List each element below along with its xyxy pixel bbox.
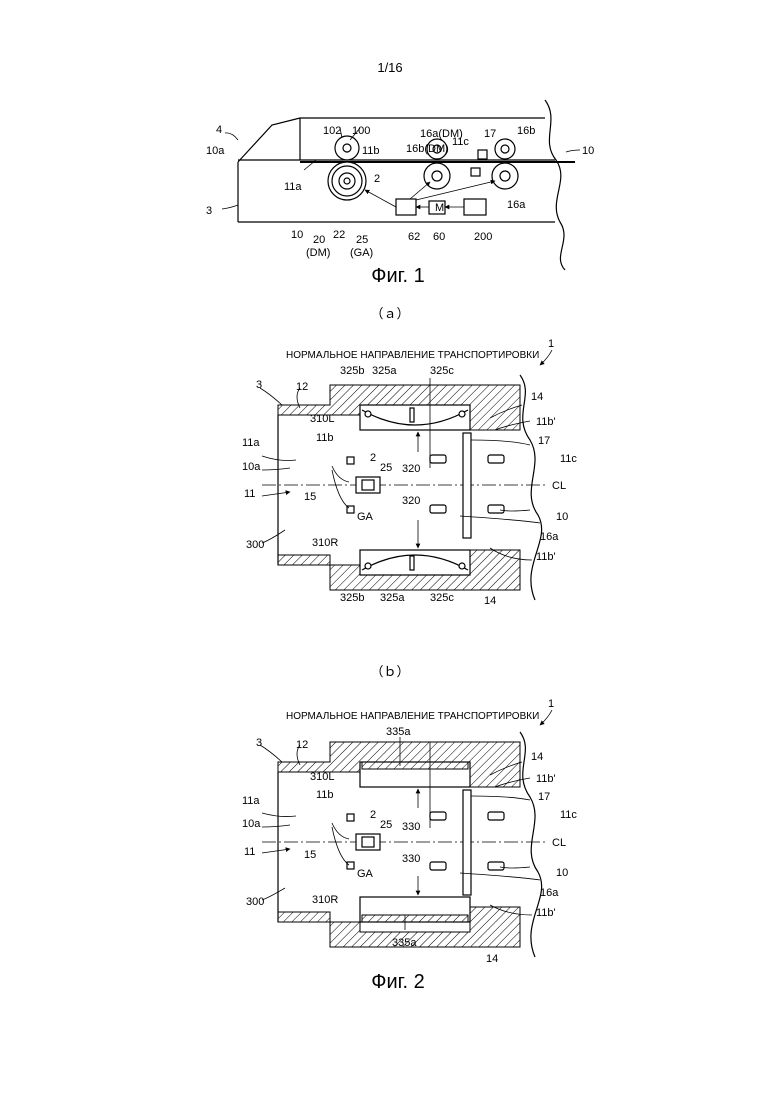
label-l200: 200 [474,231,492,243]
label-l25: 25 [380,819,392,831]
label-lCL: CL [552,480,566,492]
label-l10: 10 [556,511,568,523]
label-l325b2: 325b [340,592,364,604]
label-l102: 102 [323,125,341,137]
label-l300: 300 [246,896,264,908]
label-l11a: 11a [284,181,302,193]
label-l14: 14 [531,391,543,403]
label-l11c: 11c [452,136,469,148]
label-l335a2: 335a [392,937,417,949]
label-l15: 15 [304,849,316,861]
label-l25: 25 [380,462,392,474]
figure-1: 4 10a 3 102 100 11b 11a 10 20 (DM) 22 25… [206,100,594,287]
label-l11c: 11c [560,809,577,821]
label-l11b: 11b [316,789,334,801]
label-l11bp2: 11b' [536,551,556,563]
label-l14b: 14 [486,953,498,965]
label-lM: M [435,202,444,214]
label-l11bp: 11b' [536,416,556,428]
label-l325a: 325a [372,365,397,377]
label-l325b: 325b [340,365,364,377]
label-l335a: 335a [386,726,411,738]
label-l325a2: 325a [380,592,405,604]
label-l16a: 16a [540,531,559,543]
label-l11a: 11a [242,437,260,449]
label-l310R: 310R [312,894,338,906]
label-l310R: 310R [312,537,338,549]
label-l11: 11 [244,488,255,500]
label-l17: 17 [484,128,496,140]
figure-2b: （ｂ） НОРМАЛЬНОЕ НАПРАВЛЕНИЕ ТРАНСПОРТИРОВ… [242,664,577,993]
label-l325c2: 325c [430,592,454,604]
figure-1-caption: Фиг. 1 [371,265,424,287]
label-l20dm: (DM) [306,247,330,259]
label-sub: （ｂ） [370,664,409,679]
label-l4: 4 [216,124,222,136]
label-l12: 12 [296,381,308,393]
label-l10a: 10a [242,461,261,473]
label-l2: 2 [370,452,376,464]
label-lGA: GA [357,511,374,523]
label-l11bp: 11b' [536,773,556,785]
label-l15: 15 [304,491,316,503]
label-l10a: 10a [206,145,225,157]
label-l2: 2 [370,809,376,821]
label-l320b: 320 [402,495,420,507]
label-l60: 60 [433,231,445,243]
label-l16a: 16a [540,887,559,899]
label-l11b: 11b [362,145,380,157]
label-l16a: 16a [507,199,526,211]
label-l100: 100 [352,125,370,137]
label-l14: 14 [531,751,543,763]
label-header: НОРМАЛЬНОЕ НАПРАВЛЕНИЕ ТРАНСПОРТИРОВКИ [286,711,539,722]
label-l17: 17 [538,791,550,803]
label-l325c: 325c [430,365,454,377]
label-l11b: 11b [316,432,334,444]
label-l1: 1 [548,698,554,710]
label-l16bdm: 16b(DM) [406,143,449,155]
label-l16b: 16b [517,125,535,137]
label-l20: 20 [313,234,325,246]
label-l11a: 11a [242,795,260,807]
label-l320: 320 [402,463,420,475]
label-l300: 300 [246,539,264,551]
label-l11bp2: 11b' [536,907,556,919]
label-header: НОРМАЛЬНОЕ НАПРАВЛЕНИЕ ТРАНСПОРТИРОВКИ [286,350,539,361]
label-l10_left: 10 [291,229,303,241]
page-number: 1/16 [377,60,402,75]
label-l11c: 11c [560,453,577,465]
label-l25ga: (GA) [350,247,373,259]
label-l10: 10 [556,867,568,879]
label-l1: 1 [548,338,554,350]
label-l22: 22 [333,229,345,241]
label-l10_right: 10 [582,145,594,157]
label-l10a: 10a [242,818,261,830]
label-l2: 2 [374,173,380,185]
label-l3: 3 [206,205,212,217]
label-l310L: 310L [310,771,334,783]
label-sub: （ａ） [370,306,409,321]
figure-2a: （ａ） НОРМАЛЬНОЕ НАПРАВЛЕНИЕ ТРАНСПОРТИРОВ… [242,306,577,607]
label-l11: 11 [244,846,255,858]
label-l310L: 310L [310,413,334,425]
figure-2-caption: Фиг. 2 [371,971,424,993]
label-lCL: CL [552,837,566,849]
label-l330: 330 [402,821,420,833]
label-l12: 12 [296,739,308,751]
label-l3: 3 [256,737,262,749]
label-l14b: 14 [484,595,496,607]
label-l25: 25 [356,234,368,246]
label-lGA: GA [357,868,374,880]
label-l3: 3 [256,379,262,391]
label-l62: 62 [408,231,420,243]
label-l17: 17 [538,435,550,447]
label-l330b: 330 [402,853,420,865]
